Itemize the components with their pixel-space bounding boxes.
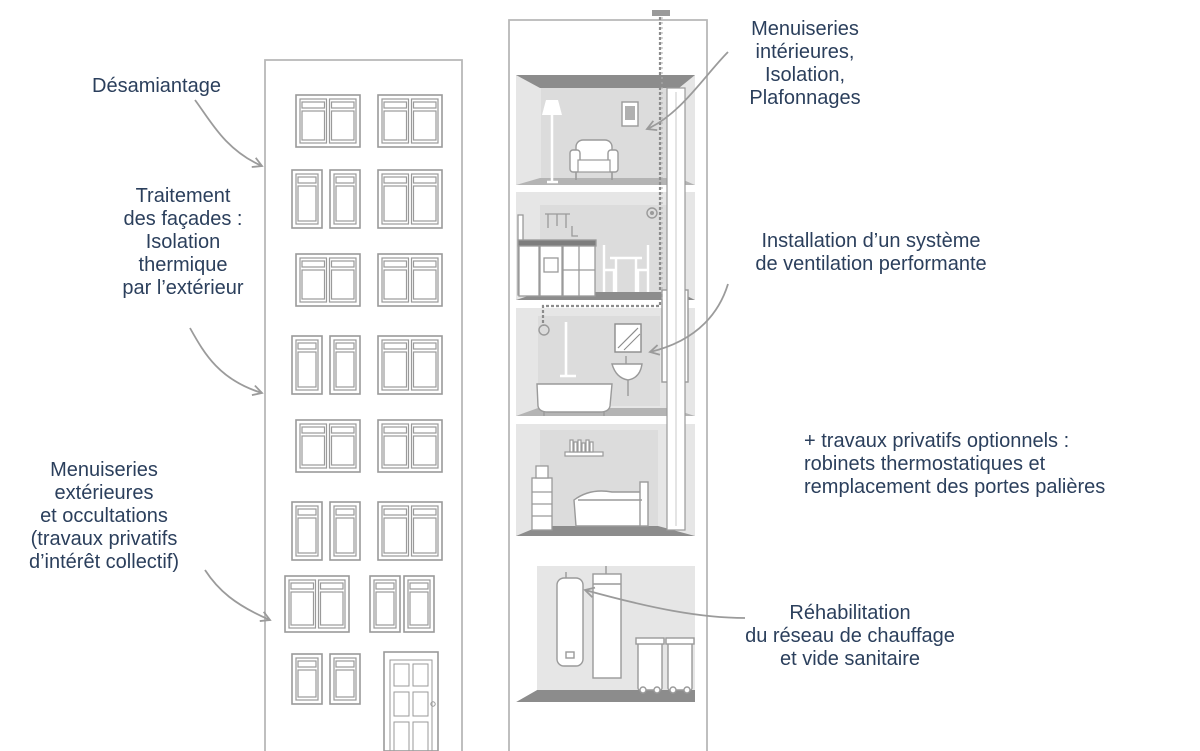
window-icon [291,169,323,229]
window-icon [284,575,350,633]
label-line: + travaux privatifs optionnels : [804,430,1070,452]
arrow-icon [189,327,264,396]
label-line: robinets thermostatiques et [804,453,1046,475]
label-line: du réseau de chauffage [745,625,955,647]
window-icon [377,419,443,473]
dining-table-icon [602,245,650,292]
bin-icon [665,637,695,694]
label-line: thermique [138,254,228,276]
arrow-icon [583,586,746,619]
ventilation-duct-icon [538,10,686,531]
room-cuisine [516,192,695,300]
arrow-icon [194,99,264,168]
window-icon [369,575,401,633]
dresser-icon [531,465,553,531]
label-menuiseries-exterieures: Menuiseries extérieures et occultations … [4,459,204,574]
window-icon [377,335,443,395]
label-line: Réhabilitation [789,602,911,624]
label-line: Plafonnages [749,87,861,109]
room-chaufferie [516,566,695,702]
bathtub-icon [536,383,613,416]
door-icon [383,651,439,751]
label-line: Menuiseries [751,18,859,40]
bed-icon [573,481,649,527]
window-icon [403,575,435,633]
mirror-icon [614,323,642,353]
water-heater-icon [556,572,584,667]
window-icon [291,653,323,705]
shower-icon [560,322,576,378]
label-travaux-optionnels: + travaux privatifs optionnels : robinet… [804,430,1105,499]
bookshelf-icon [564,439,604,457]
label-facades: Traitement des façades : Isolation therm… [88,185,278,300]
label-line: intérieures, [755,41,855,63]
window-icon [295,419,361,473]
floor-lamp-icon [547,112,558,184]
label-line: et occultations [40,505,168,527]
window-icon [377,501,443,561]
window-icon [377,94,443,148]
picture-frame-icon [621,101,639,127]
facade-building [264,59,463,751]
label-line: Menuiseries [50,459,158,481]
label-line: Installation d’un système [761,230,981,252]
window-icon [291,501,323,561]
label-line: (travaux privatifs [30,528,178,550]
kitchen-icon [517,213,597,297]
section-outline [508,19,708,751]
arrow-icon [204,569,272,622]
annotation-arrows [189,51,746,622]
label-line: extérieures [54,482,154,504]
sink-icon [611,356,643,396]
window-icon [377,253,443,307]
label-desamiantage: Désamiantage [92,75,221,98]
label-line: d’intérêt collectif) [28,551,180,573]
floor-lamp-shade [542,100,562,115]
label-rehabilitation-chauffage: Réhabilitation du réseau de chauffage et… [700,602,1000,671]
label-line: Isolation [145,231,221,253]
window-icon [291,335,323,395]
arrow-icon [645,51,729,131]
label-line: de ventilation performante [755,253,987,275]
label-menuiseries-interieures: Menuiseries intérieures, Isolation, Plaf… [715,18,895,110]
window-icon [377,169,443,229]
facade-windows [284,94,443,705]
window-icon [329,501,361,561]
room-chambre [516,424,695,536]
label-line: Désamiantage [92,75,221,97]
label-line: des façades : [123,208,243,230]
window-icon [329,653,361,705]
facade-outline [264,59,463,751]
label-line: Isolation, [764,64,846,86]
bin-icon [635,637,665,694]
arrow-icon [648,283,729,356]
boiler-icon [592,566,622,679]
label-ventilation: Installation d’un système de ventilation… [716,230,1026,276]
armchair-icon [569,139,619,180]
label-line: par l’extérieur [122,277,244,299]
label-line: et vide sanitaire [779,648,921,670]
window-icon [329,169,361,229]
window-icon [329,335,361,395]
label-line: Traitement [135,185,231,207]
room-salon [516,75,695,185]
window-icon [295,94,361,148]
label-line: remplacement des portes palières [804,476,1106,498]
window-icon [295,253,361,307]
section-building [508,10,708,751]
ventilation-fan-icon [646,207,658,219]
